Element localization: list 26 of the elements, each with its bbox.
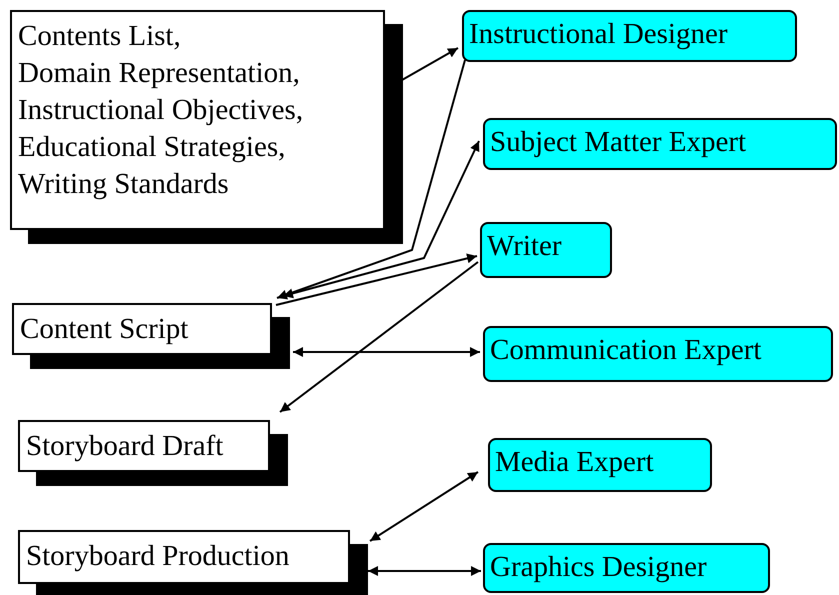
role-box bbox=[488, 438, 712, 492]
node-text: Communication Expert bbox=[490, 333, 762, 368]
node-text: Instructional Designer bbox=[469, 17, 728, 52]
role-box bbox=[462, 10, 797, 62]
node-text: Graphics Designer bbox=[490, 550, 707, 585]
role-box bbox=[480, 222, 612, 278]
arrow bbox=[276, 60, 466, 300]
arrow bbox=[402, 47, 458, 81]
node-text: Contents List, bbox=[18, 19, 181, 54]
arrow bbox=[279, 261, 479, 413]
arrow bbox=[293, 347, 480, 357]
node-text: Storyboard Production bbox=[26, 539, 290, 574]
node-text: Media Expert bbox=[495, 445, 654, 480]
role-box bbox=[483, 543, 770, 593]
node-text: Storyboard Draft bbox=[26, 429, 224, 464]
node-text: Content Script bbox=[20, 312, 188, 347]
arrow bbox=[276, 254, 478, 306]
node-text: Subject Matter Expert bbox=[490, 125, 746, 160]
arrow bbox=[368, 566, 481, 576]
node-text: Writer bbox=[487, 229, 562, 264]
node-text: Domain Representation, bbox=[18, 56, 300, 91]
node-text: Educational Strategies, bbox=[18, 130, 286, 165]
role-box bbox=[483, 118, 837, 170]
role-box bbox=[483, 326, 833, 382]
node-text: Writing Standards bbox=[18, 167, 229, 202]
node-text: Instructional Objectives, bbox=[18, 93, 304, 128]
